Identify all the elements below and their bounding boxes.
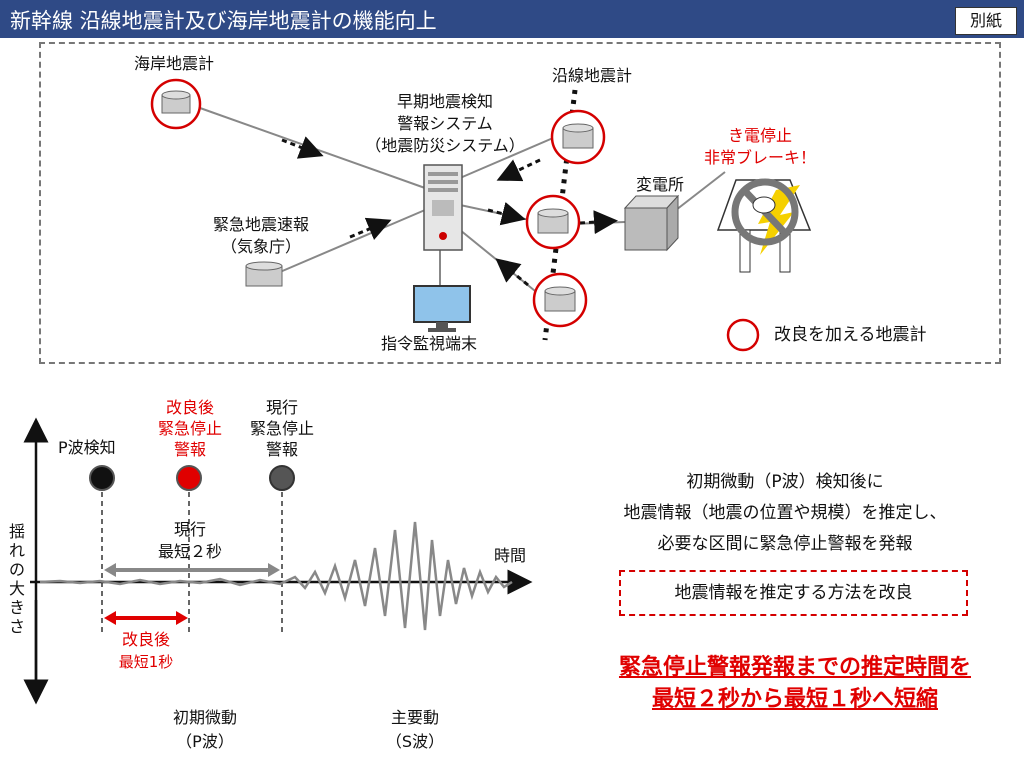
seismic-waveform (39, 521, 513, 631)
train-stop-icon (716, 178, 812, 273)
page-title: 新幹線 沿線地震計及び海岸地震計の機能向上 (10, 9, 437, 33)
trackside-seismometer-label: 沿線地震計 (552, 66, 633, 85)
timeline-markers (101, 492, 283, 632)
central-system-label-1: 早期地震検知 (396, 92, 493, 111)
arrow-coastal-to-system (281, 136, 324, 159)
arrow-lower-to-system (495, 258, 529, 287)
terminal-label: 指令監視端末 (381, 334, 478, 353)
substation-label: 変電所 (636, 175, 685, 194)
p-detect-label: P波検知 (58, 438, 116, 457)
eew-label-2: （気象庁） (220, 237, 301, 256)
y-axis-label: 揺 れ の 大 き さ (8, 522, 25, 636)
conclusion: 緊急停止警報発報までの推定時間を 最短２秒から最短１秒へ短縮 (560, 652, 1024, 716)
flow-arrows (281, 136, 618, 287)
central-system-label-2: 警報システム (397, 114, 493, 133)
server-icon (423, 164, 463, 251)
current-span-label-1: 現行 (173, 520, 206, 539)
stop-message-2: 非常ブレーキ！ (703, 148, 816, 167)
stop-message-1: き電停止 (727, 126, 792, 145)
header-bar: 新幹線 沿線地震計及び海岸地震計の機能向上 別紙 (0, 0, 1024, 38)
conclusion-line-1: 緊急停止警報発報までの推定時間を (618, 655, 971, 680)
legend-ring-icon (726, 318, 760, 352)
improved-alarm-label-3: 警報 (173, 440, 206, 459)
attachment-tag: 別紙 (955, 7, 1017, 35)
trackside-seismometer-icon-middle (525, 194, 581, 250)
x-axis-label: 時間 (494, 546, 527, 565)
coastal-seismometer-label: 海岸地震計 (134, 54, 215, 73)
method-improvement-box: 地震情報を推定する方法を改良 (619, 570, 968, 616)
s-wave-label-1: 主要動 (390, 708, 439, 727)
monitor-icon (413, 285, 471, 332)
explanation-line-3: 必要な区間に緊急停止警報を発報 (657, 534, 913, 554)
trackside-seismometer-icon-upper (550, 109, 606, 165)
current-span-arrow (104, 563, 280, 577)
current-alarm-label-2: 緊急停止 (249, 419, 314, 438)
system-diagram-frame (39, 42, 1001, 364)
current-alarm-label-1: 現行 (265, 398, 298, 417)
legend-label: 改良を加える地震計 (774, 325, 927, 345)
p-wave-label-1: 初期微動 (172, 708, 237, 727)
explanation-line-2: 地震情報（地震の位置や規模）を推定し、 (623, 503, 947, 523)
improved-span-label-2: 最短1秒 (118, 653, 174, 671)
current-alarm-label-3: 警報 (265, 440, 298, 459)
coastal-seismometer-icon (150, 78, 202, 130)
improved-alarm-label-1: 改良後 (165, 398, 214, 417)
improved-span-label-1: 改良後 (121, 630, 170, 649)
improved-span-arrow (104, 611, 188, 625)
improved-alarm-dot (176, 465, 202, 491)
eew-label-1: 緊急地震速報 (212, 215, 309, 234)
arrow-system-to-trackside (487, 201, 526, 226)
conclusion-line-2: 最短２秒から最短１秒へ短縮 (651, 687, 938, 712)
trackside-seismometer-icon-lower (532, 272, 588, 328)
central-system-label-3: （地震防災システム） (365, 136, 525, 155)
substation-icon (623, 194, 680, 252)
arrow-trackside-to-system (496, 158, 541, 182)
current-span-label-2: 最短２秒 (157, 542, 222, 561)
improved-alarm-label-2: 緊急停止 (157, 419, 222, 438)
explanation-line-1: 初期微動（P波）検知後に (686, 472, 884, 492)
current-alarm-dot (269, 465, 295, 491)
s-wave-label-2: （S波） (385, 732, 445, 751)
arrow-eew-to-system (349, 217, 392, 240)
eew-receiver-icon (245, 261, 283, 287)
p-detect-dot (89, 465, 115, 491)
p-wave-label-2: （P波） (176, 732, 234, 751)
